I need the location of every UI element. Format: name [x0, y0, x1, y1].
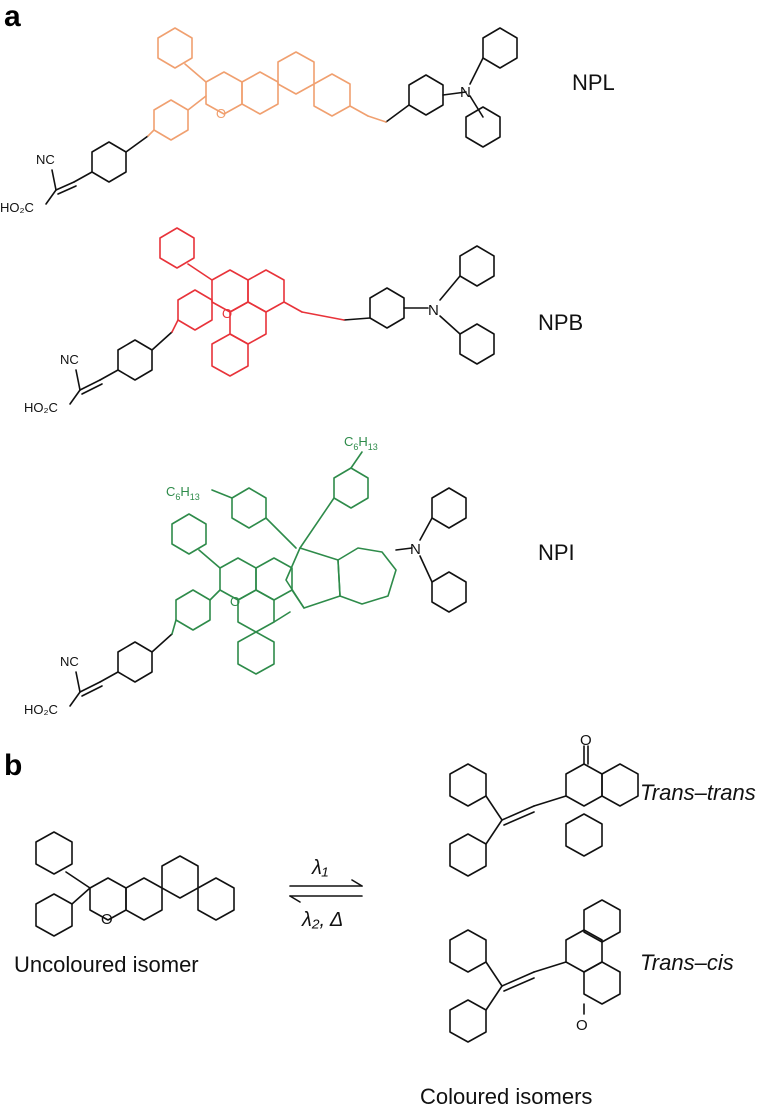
- coloured-isomers-caption: Coloured isomers: [420, 1084, 592, 1109]
- npl-acceptor-part: [45, 27, 518, 205]
- npb-o-label: O: [222, 306, 232, 321]
- npi-ho2c-label: HO₂C: [24, 702, 58, 717]
- trans-trans-label: Trans–trans: [640, 780, 756, 805]
- equilibrium-arrows: [289, 879, 363, 903]
- npi-acceptor-part: [69, 487, 467, 707]
- npl-ho2c-label: HO₂C: [0, 200, 34, 215]
- molecule-npb: NC HO₂C N O NPB: [24, 227, 583, 415]
- npl-n-label: N: [460, 84, 471, 101]
- uncoloured-isomer-structure: [35, 831, 235, 937]
- molecule-npl: NC HO₂C N O NPL: [0, 27, 615, 215]
- npl-nc-label: NC: [36, 152, 55, 167]
- npb-name: NPB: [538, 310, 583, 335]
- npb-ho2c-label: HO₂C: [24, 400, 58, 415]
- npl-o-label: O: [216, 106, 226, 121]
- trans-trans-o-label: O: [580, 732, 592, 749]
- trans-cis-label: Trans–cis: [640, 950, 734, 975]
- npl-chromophore-part: [147, 27, 387, 141]
- trans-cis-o-label: O: [576, 1017, 588, 1034]
- npi-o-label: O: [230, 594, 240, 609]
- npi-n-label: N: [410, 541, 421, 558]
- npi-nc-label: NC: [60, 654, 79, 669]
- npb-chromophore-part: [159, 227, 345, 377]
- molecule-npi: NC HO₂C N: [24, 434, 575, 717]
- trans-cis-structure: [449, 899, 621, 1043]
- forward-condition: λ₁: [311, 857, 328, 879]
- npl-name: NPL: [572, 70, 615, 95]
- trans-trans-structure: [449, 745, 639, 877]
- uncoloured-o-label: O: [101, 911, 113, 928]
- npb-acceptor-part: [69, 245, 495, 405]
- npi-hexyl-right-label: C6H13: [344, 434, 378, 452]
- npi-name: NPI: [538, 540, 575, 565]
- npi-chromophore-part: [171, 451, 397, 675]
- npb-nc-label: NC: [60, 352, 79, 367]
- reverse-condition: λ₂, Δ: [301, 909, 343, 931]
- panel-b-label: b: [4, 749, 22, 782]
- npi-hexyl-left-label: C6H13: [166, 484, 200, 502]
- panel-a-label: a: [4, 0, 21, 33]
- npb-n-label: N: [428, 302, 439, 319]
- uncoloured-isomer-caption: Uncoloured isomer: [14, 952, 199, 977]
